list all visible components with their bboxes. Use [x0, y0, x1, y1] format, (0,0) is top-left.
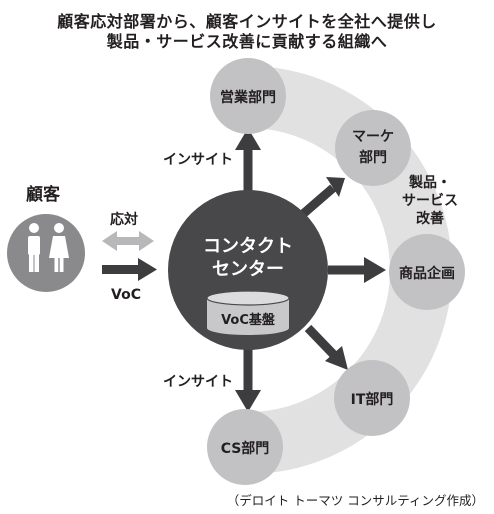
arrowhead-to-planning — [364, 257, 386, 283]
cs-circle — [207, 409, 283, 485]
title-line-1: 顧客応対部署から、顧客インサイトを全社へ提供し — [57, 12, 437, 31]
person-male-icon — [28, 223, 40, 272]
insight-label-bottom: インサイト — [163, 374, 233, 390]
sales-circle — [210, 58, 286, 134]
title-line-2: 製品・サービス改善に貢献する組織へ — [106, 32, 388, 51]
arrowhead-to-cs — [235, 390, 261, 412]
person-female-icon — [49, 223, 69, 272]
marketing-dept-label-1: マーケ — [352, 129, 394, 145]
band-label-1: 製品・ — [409, 175, 451, 191]
arrow-to-marketing — [300, 184, 336, 218]
cs-dept-label: CS部門 — [220, 441, 270, 457]
band-label-2: サービス — [402, 193, 458, 209]
arrowhead-to-marketing — [326, 177, 345, 197]
insight-label-top: インサイト — [163, 152, 233, 168]
arrow-to-it — [304, 324, 338, 359]
it-dept-label: IT部門 — [350, 392, 394, 408]
voc-database-icon — [206, 290, 290, 335]
marketing-dept-label-2: 部門 — [359, 150, 387, 166]
credit-note: （デロイト トーマツ コンサルティング作成） — [226, 493, 484, 508]
voc-label: VoC — [111, 287, 141, 303]
band-label-3: 改善 — [416, 211, 444, 227]
arrowhead-to-sales — [235, 128, 261, 150]
sales-dept-label: 営業部門 — [220, 90, 276, 106]
customer-label: 顧客 — [26, 185, 60, 205]
response-arrow — [102, 231, 154, 251]
response-label: 応対 — [110, 212, 138, 228]
it-circle — [334, 360, 410, 436]
planning-circle — [389, 234, 465, 310]
contact-center-label-2: センター — [212, 259, 284, 280]
contact-center-label-1: コンタクト — [203, 236, 293, 257]
voc-database-label: VoC基盤 — [221, 313, 275, 328]
arrowhead-to-it — [325, 346, 348, 370]
customer-circle — [7, 214, 85, 292]
planning-dept-label: 商品企画 — [399, 266, 455, 282]
insight-arrows — [235, 128, 386, 412]
voc-arrow — [102, 258, 157, 281]
marketing-circle — [335, 110, 411, 186]
